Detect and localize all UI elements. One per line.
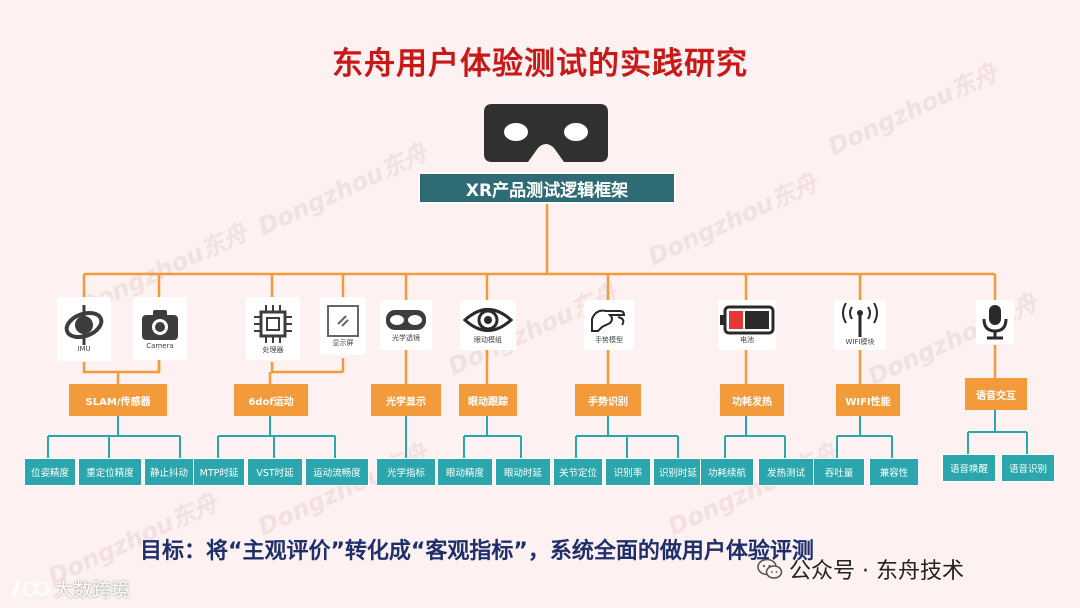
category-gesture: 手势识别	[575, 384, 641, 416]
leaf-pose-accuracy: 位姿精度	[24, 458, 76, 486]
wechat-source: 公众号 · 东舟技术	[757, 553, 964, 585]
category-eye-tracking: 眼动跟踪	[459, 384, 517, 416]
hand-card: 手势模型	[584, 300, 634, 350]
leaf-battery-life: 功耗续航	[700, 458, 754, 486]
watermark: Dongzhou东舟	[253, 438, 432, 542]
category-wifi: WIFI性能	[836, 384, 900, 416]
leaf-vst-latency: VST时延	[247, 458, 303, 486]
leaf-thermal-test: 发热测试	[758, 458, 814, 486]
goggles-icon	[386, 310, 426, 330]
chip-icon	[254, 304, 292, 343]
microphone-icon	[982, 305, 1008, 340]
gyroscope-icon	[64, 305, 104, 345]
wifi-card: WIFI模块	[834, 300, 886, 350]
mic-card	[976, 300, 1014, 344]
leaf-eye-accuracy: 眼动精度	[437, 458, 493, 486]
leaf-voice-wakeup: 语音唤醒	[942, 454, 996, 482]
page-title: 东舟用户体验测试的实践研究	[332, 46, 748, 82]
icon-label: 电池	[740, 336, 754, 344]
leaf-compatibility: 兼容性	[869, 458, 919, 486]
optical-lens-card: 光学透镜	[380, 300, 432, 350]
leaf-relocalization: 重定位精度	[78, 458, 142, 486]
brand-logo: 大数跨境	[10, 575, 130, 602]
icon-label: WIFI模块	[845, 338, 875, 346]
leaf-eye-latency: 眼动时延	[495, 458, 551, 486]
eye-card: 眼动模组	[460, 300, 516, 350]
logo-icon	[11, 580, 49, 597]
hand-icon	[591, 309, 626, 332]
icon-label: IMU	[77, 345, 91, 353]
display-card: 显示屏	[320, 297, 366, 355]
category-voice: 语音交互	[965, 378, 1027, 410]
processor-card: 处理器	[246, 297, 300, 360]
icon-label: 光学透镜	[392, 334, 420, 342]
wechat-label: 公众号 · 东舟技术	[789, 559, 964, 584]
leaf-mtp-latency: MTP时延	[193, 458, 245, 486]
antenna-icon	[842, 303, 878, 337]
leaf-optical-metrics: 光学指标	[376, 458, 436, 486]
icon-label: 手势模型	[595, 336, 623, 344]
category-slam: SLAM/传感器	[69, 384, 167, 416]
imu-card: IMU	[57, 297, 111, 361]
root-node: XR产品测试逻辑框架	[418, 172, 676, 204]
logo-label: 大数跨境	[54, 579, 131, 601]
wechat-icon	[757, 558, 783, 579]
watermark: Dongzhou东舟	[863, 288, 1042, 392]
camera-card: Camera	[133, 297, 187, 360]
leaf-motion-smoothness: 运动流畅度	[305, 458, 369, 486]
icon-label: Camera	[146, 341, 174, 350]
leaf-recognition-latency: 识别时延	[653, 458, 703, 486]
category-6dof: 6dof运动	[234, 384, 308, 416]
leaf-recognition-rate: 识别率	[605, 458, 651, 486]
camera-icon	[142, 309, 178, 340]
goal-statement: 目标：将“主观评价”转化成“客观指标”，系统全面的做用户体验评测	[140, 539, 814, 564]
icon-label: 眼动模组	[474, 336, 502, 344]
battery-card: 电池	[718, 300, 776, 350]
category-optics: 光学显示	[371, 384, 441, 416]
screen-icon	[327, 305, 359, 337]
leaf-joint-location: 关节定位	[553, 458, 603, 486]
leaf-throughput: 吞吐量	[813, 458, 865, 486]
icon-label: 处理器	[262, 345, 284, 354]
leaf-voice-recognition: 语音识别	[1001, 454, 1055, 482]
vr-headset-icon	[484, 104, 608, 162]
eye-icon	[463, 308, 513, 332]
watermark: Dongzhou东舟	[663, 438, 842, 542]
leaf-static-jitter: 静止抖动	[144, 458, 194, 486]
battery-icon	[720, 305, 775, 335]
icon-label: 显示屏	[332, 339, 354, 347]
watermark: Dongzhou东舟	[253, 138, 432, 242]
category-power: 功耗发热	[720, 384, 784, 416]
